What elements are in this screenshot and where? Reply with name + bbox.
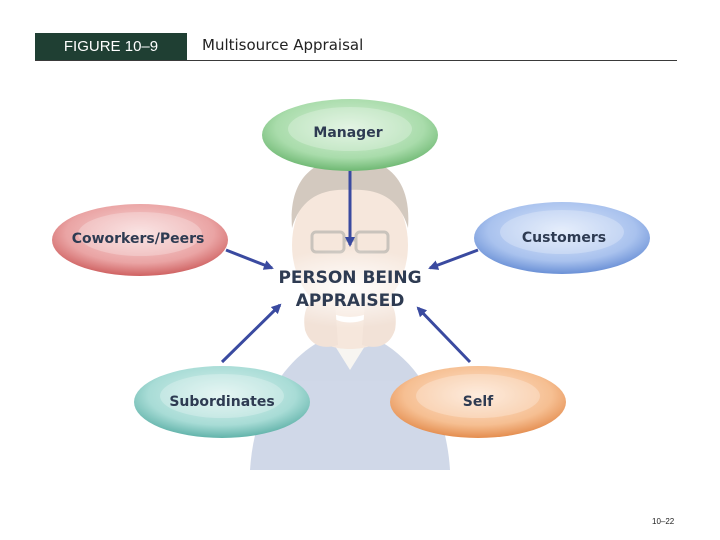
node-coworkers: Coworkers/Peers xyxy=(52,204,228,276)
node-label-customers: Customers xyxy=(522,230,606,246)
center-label-line1: PERSON BEING xyxy=(278,268,421,288)
arrow-self xyxy=(416,306,472,364)
arrow-customers xyxy=(428,248,479,270)
node-subordinates: Subordinates xyxy=(134,366,310,438)
center-halo xyxy=(255,248,445,328)
page-number: 10–22 xyxy=(652,517,675,526)
node-label-self: Self xyxy=(463,394,494,410)
node-label-coworkers: Coworkers/Peers xyxy=(72,231,205,247)
arrow-coworkers xyxy=(225,248,274,270)
node-label-manager: Manager xyxy=(313,125,382,141)
title-rule xyxy=(35,60,677,61)
figure-title: Multisource Appraisal xyxy=(202,36,364,54)
node-self: Self xyxy=(390,366,566,438)
node-customers: Customers xyxy=(474,202,650,274)
node-manager: Manager xyxy=(262,99,438,171)
center-label-line2: APPRAISED xyxy=(296,291,405,311)
node-label-subordinates: Subordinates xyxy=(169,394,274,410)
arrow-subordinates xyxy=(220,303,282,364)
figure-tag: FIGURE 10–9 xyxy=(35,33,187,60)
